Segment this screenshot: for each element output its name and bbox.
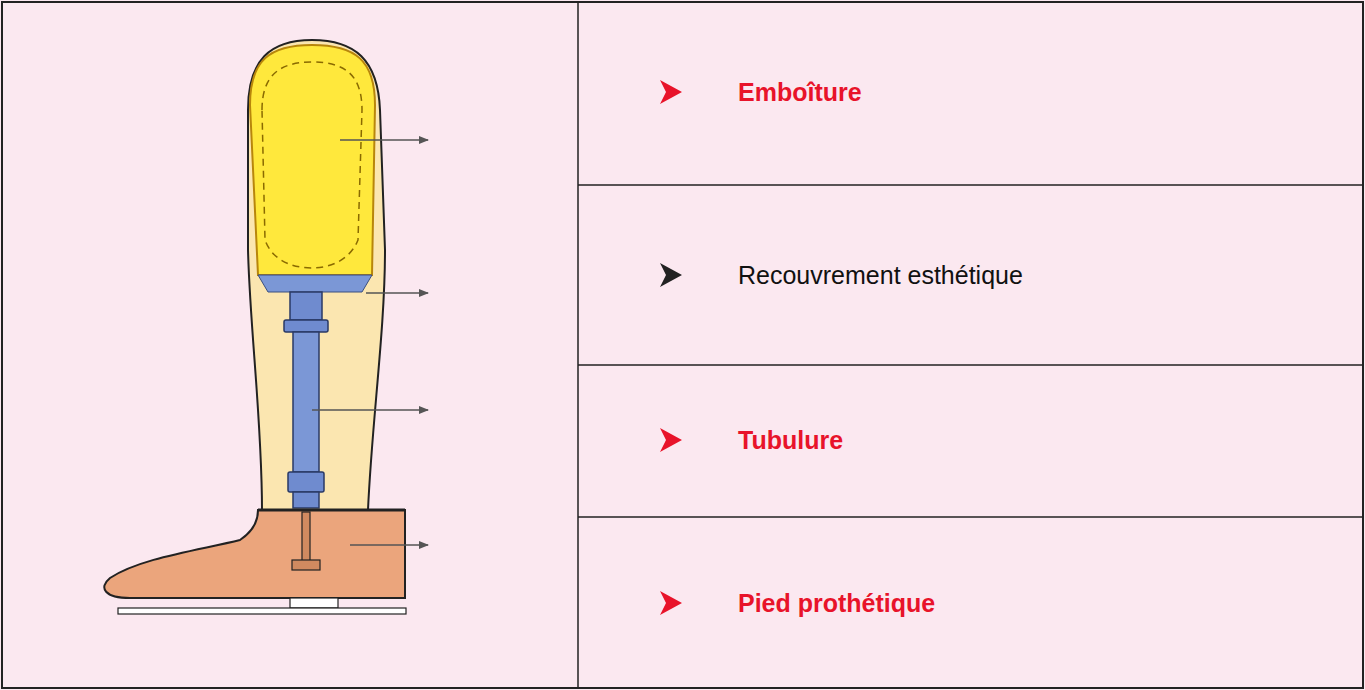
pylon-tube	[293, 332, 319, 472]
table-cell-text: Tubulure	[738, 425, 843, 455]
clamp	[284, 320, 328, 332]
bullet-arrow	[660, 263, 682, 287]
prosthetic-foot	[104, 510, 405, 598]
bullet-arrow	[660, 591, 682, 615]
foot-bolt	[302, 512, 310, 562]
clamp	[288, 472, 324, 492]
table-cell-text: Recouvrement esthétique	[738, 260, 1023, 290]
leader-arrow	[366, 292, 428, 294]
pylon-adapter	[293, 492, 319, 508]
leader-arrow	[340, 139, 428, 141]
table-rule	[578, 364, 1363, 366]
socket-adapter	[258, 275, 372, 292]
table-rule	[577, 2, 579, 688]
leader-arrow	[350, 544, 428, 546]
table-rule	[578, 184, 1363, 186]
pylon-adapter	[290, 292, 322, 320]
bolt-head	[292, 560, 320, 570]
foot-plate	[258, 509, 405, 512]
heel-block	[290, 598, 338, 608]
table-rule	[578, 516, 1363, 518]
cosmetic-cover	[248, 40, 385, 510]
bullet-arrow	[660, 428, 682, 452]
table-cell-text: Pied prothétique	[738, 588, 935, 618]
table-cell-text: Emboîture	[738, 77, 862, 107]
base-plate	[118, 608, 406, 614]
bullet-arrow	[660, 80, 682, 104]
socket	[250, 45, 375, 275]
bullet-arrows	[660, 80, 682, 615]
stump-outline	[262, 62, 362, 268]
leader-arrow	[312, 409, 428, 411]
